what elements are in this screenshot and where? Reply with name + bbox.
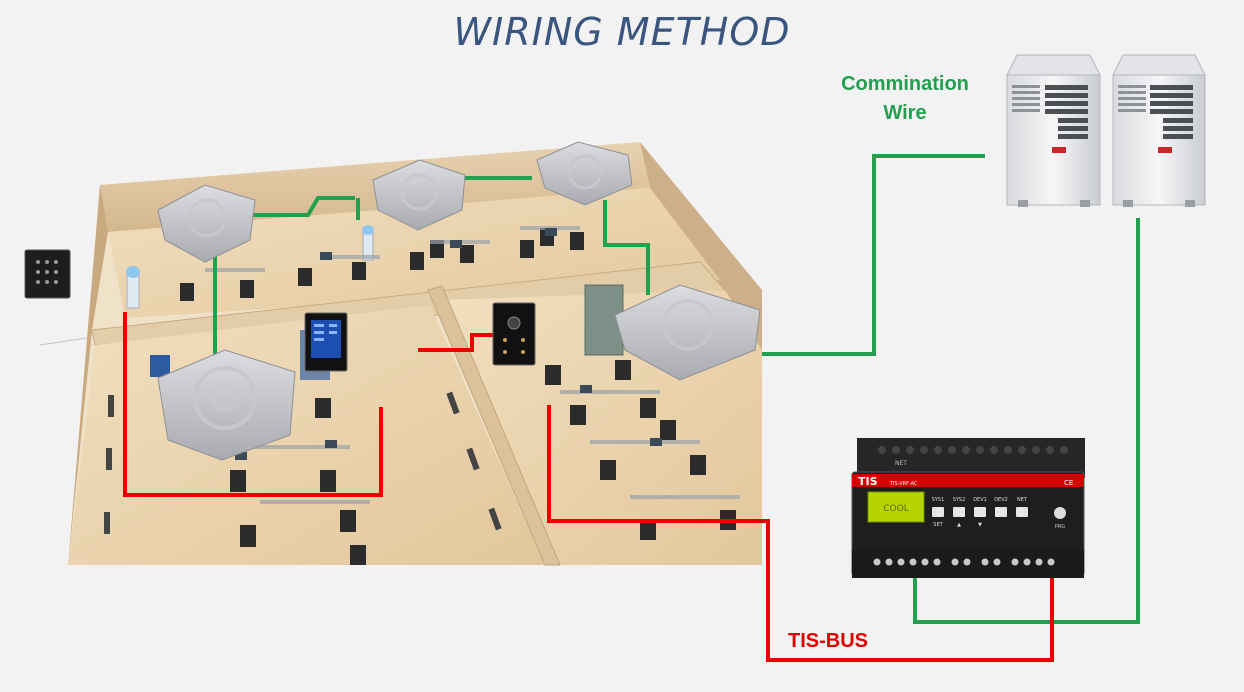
controller-red-band	[852, 474, 1084, 487]
water-bottle	[126, 266, 140, 278]
controller-top-terminals	[857, 438, 1085, 478]
lcd-text: COOL	[883, 504, 908, 514]
office-building	[68, 142, 762, 566]
wall-picture	[446, 391, 460, 415]
red-wire-segment	[418, 333, 494, 352]
air-conditioner-outdoor-icon	[1006, 54, 1101, 207]
ceiling-cassette-icon	[614, 284, 761, 381]
controller-sub-label: ▼	[978, 522, 982, 528]
controller-buttons: SYS1 SYS2 DEV1 DEV2 NET	[932, 497, 1028, 517]
prg-label: PRG	[1055, 524, 1065, 530]
communication-label-line2: Wire	[883, 102, 927, 124]
controller-button	[953, 507, 965, 517]
controller-model: TIS-VRF-AC	[889, 481, 918, 487]
controller-button	[1016, 507, 1028, 517]
water-bottle	[362, 225, 374, 235]
controller-sub-label: ▲	[957, 522, 961, 528]
bus-wiring	[123, 312, 1054, 662]
ceiling-cassette-icon	[372, 159, 466, 231]
controller-button-label: DEV1	[973, 497, 987, 503]
controller-button	[995, 507, 1007, 517]
display-panel-icon	[304, 312, 348, 372]
ceiling-cassette-icon	[157, 184, 256, 263]
office-furniture	[180, 226, 740, 565]
outdoor-units	[1006, 54, 1206, 207]
ceiling-cassette-icon	[157, 349, 296, 461]
green-wire-segment	[762, 154, 985, 356]
green-wire-segment	[250, 196, 355, 217]
controller-sub-label: SET	[933, 522, 943, 528]
controller-lcd	[867, 491, 925, 523]
controller-brand: TIS	[858, 475, 878, 488]
prg-button	[1054, 507, 1066, 519]
green-wire-segment	[913, 218, 1140, 624]
red-wire-segment	[547, 405, 1054, 662]
controller-button	[932, 507, 944, 517]
monitor-group	[235, 228, 662, 460]
net-label: NET	[895, 460, 907, 467]
controller-button-label: NET	[1017, 497, 1028, 503]
controller-button-label: SYS1	[932, 497, 945, 503]
cassette-units	[157, 141, 761, 461]
air-conditioner-outdoor-icon	[1112, 54, 1206, 207]
controller-button	[974, 507, 986, 517]
wall-picture	[108, 395, 114, 417]
middle-divider-wall	[427, 285, 561, 566]
thermostat-panel-icon	[492, 302, 536, 366]
communication-wire-label: Commination Wire	[820, 70, 990, 128]
left-wall	[68, 185, 108, 565]
communication-label-line1: Commination	[841, 73, 969, 95]
wall-picture	[106, 448, 112, 470]
right-wall	[640, 142, 762, 350]
communication-wiring	[213, 154, 1140, 624]
bus-wire-label: TIS-BUS	[788, 630, 868, 652]
vrf-controller-module: NET TIS TIS-VRF-AC CE COOL SYS1 SYS2 DEV1 D…	[851, 438, 1085, 578]
controller-button-label: SYS2	[953, 497, 966, 503]
wall-picture	[466, 447, 480, 471]
green-wire-segment	[603, 200, 650, 295]
controller-button-label: DEV2	[994, 497, 1008, 503]
chair-group	[180, 228, 736, 565]
touch-panel-icon	[24, 249, 71, 299]
wall-picture	[104, 512, 110, 534]
red-wire-segment	[123, 312, 383, 497]
wall-picture	[488, 507, 502, 531]
ceiling-cassette-icon	[536, 141, 633, 206]
page-title: WIRING METHOD	[453, 10, 791, 54]
ce-mark: CE	[1064, 479, 1073, 487]
box	[150, 355, 170, 377]
